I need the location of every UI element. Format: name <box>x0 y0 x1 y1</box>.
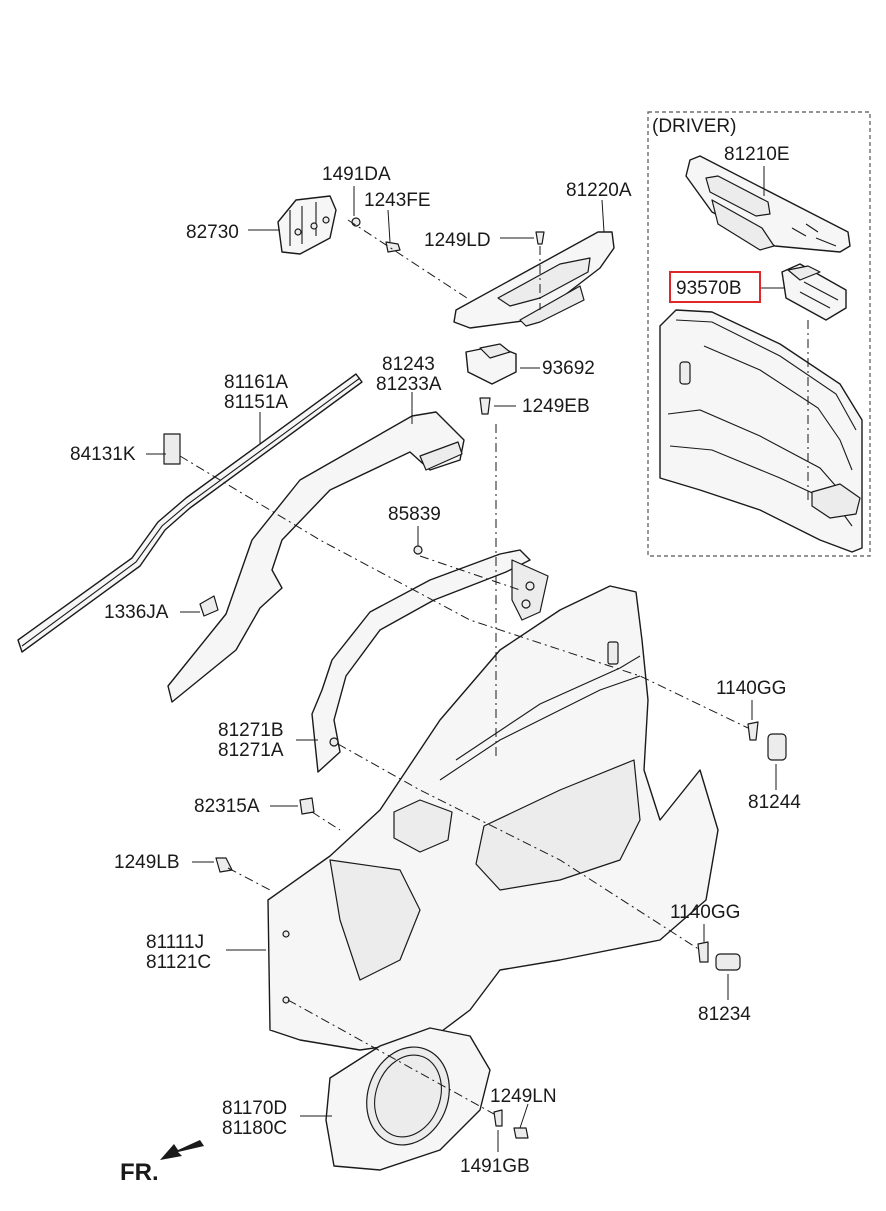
label-82730[interactable]: 82730 <box>186 222 239 243</box>
switch-bezel-81210e <box>685 155 851 253</box>
label-1336ja[interactable]: 1336JA <box>104 602 169 623</box>
label-81121c[interactable]: 81121C <box>146 952 211 973</box>
bolt-1243fe-icon <box>385 241 401 253</box>
armrest-trim-81220a <box>453 231 615 329</box>
label-81243[interactable]: 81243 <box>382 354 435 375</box>
label-1491gb[interactable]: 1491GB <box>460 1156 530 1177</box>
label-1140gg-b[interactable]: 1140GG <box>670 902 740 923</box>
label-1491da[interactable]: 1491DA <box>322 164 391 185</box>
label-81180c[interactable]: 81180C <box>222 1118 287 1139</box>
screw-1140gg-b-icon <box>697 941 709 963</box>
driver-detail-box <box>647 111 871 557</box>
label-81271a[interactable]: 81271A <box>218 740 284 761</box>
label-1249lb[interactable]: 1249LB <box>114 852 180 873</box>
label-81220a[interactable]: 81220A <box>566 180 632 201</box>
speaker-grille-81170d <box>325 1027 491 1171</box>
label-81244[interactable]: 81244 <box>748 792 801 813</box>
door-trim-81243 <box>167 411 465 703</box>
label-81234[interactable]: 81234 <box>698 1004 751 1025</box>
label-1249eb[interactable]: 1249EB <box>522 396 590 417</box>
screw-1491gb-icon <box>493 1109 503 1127</box>
label-81271b[interactable]: 81271B <box>218 720 284 741</box>
clip-82315a-icon <box>299 797 315 815</box>
front-direction-arrow-icon <box>160 1140 204 1160</box>
label-81210e[interactable]: 81210E <box>724 144 790 165</box>
label-81151a[interactable]: 81151A <box>224 392 288 413</box>
label-81111j[interactable]: 81111J <box>146 932 204 953</box>
clip-84131k-icon <box>163 433 181 465</box>
clip-85839-icon <box>413 545 423 555</box>
label-81161a[interactable]: 81161A <box>224 372 288 393</box>
label-1140gg-a[interactable]: 1140GG <box>716 678 786 699</box>
highlight-box-93570b <box>669 271 761 303</box>
label-82315a[interactable]: 82315A <box>194 796 260 817</box>
screw-1249eb-icon <box>479 397 491 415</box>
screw-1249ld-icon <box>535 231 545 245</box>
part-labels: (DRIVER) 1491DA 1243FE 82730 81220A 1249… <box>70 116 801 1186</box>
assembly-lines <box>179 219 809 1115</box>
cap-81234-icon <box>715 953 741 971</box>
cap-81244-icon <box>767 733 787 761</box>
direction-label: FR. <box>120 1159 159 1186</box>
window-switch-93570b <box>781 263 847 321</box>
label-1243fe[interactable]: 1243FE <box>364 190 431 211</box>
screw-1491da-icon <box>351 217 361 227</box>
label-81233a[interactable]: 81233A <box>376 374 442 395</box>
group-label-driver: (DRIVER) <box>652 116 736 137</box>
bracket-82730 <box>277 195 337 255</box>
screw-1249lb-icon <box>215 857 233 873</box>
switch-93692 <box>465 343 517 385</box>
screw-1140gg-a-icon <box>747 721 759 741</box>
driver-door-panel <box>659 309 863 553</box>
frame-81271 <box>311 549 549 773</box>
label-85839[interactable]: 85839 <box>388 504 441 525</box>
weatherstrip-81161a <box>17 373 363 653</box>
clip-1336ja-icon <box>199 595 219 617</box>
label-93692[interactable]: 93692 <box>542 358 595 379</box>
screw-1249ln-icon <box>513 1127 529 1139</box>
label-1249ln[interactable]: 1249LN <box>490 1086 557 1107</box>
label-84131k[interactable]: 84131K <box>70 444 136 465</box>
leader-lines <box>146 166 784 1152</box>
label-81170d[interactable]: 81170D <box>222 1098 287 1119</box>
label-1249ld[interactable]: 1249LD <box>424 230 491 251</box>
label-93570b[interactable]: 93570B <box>676 278 742 299</box>
